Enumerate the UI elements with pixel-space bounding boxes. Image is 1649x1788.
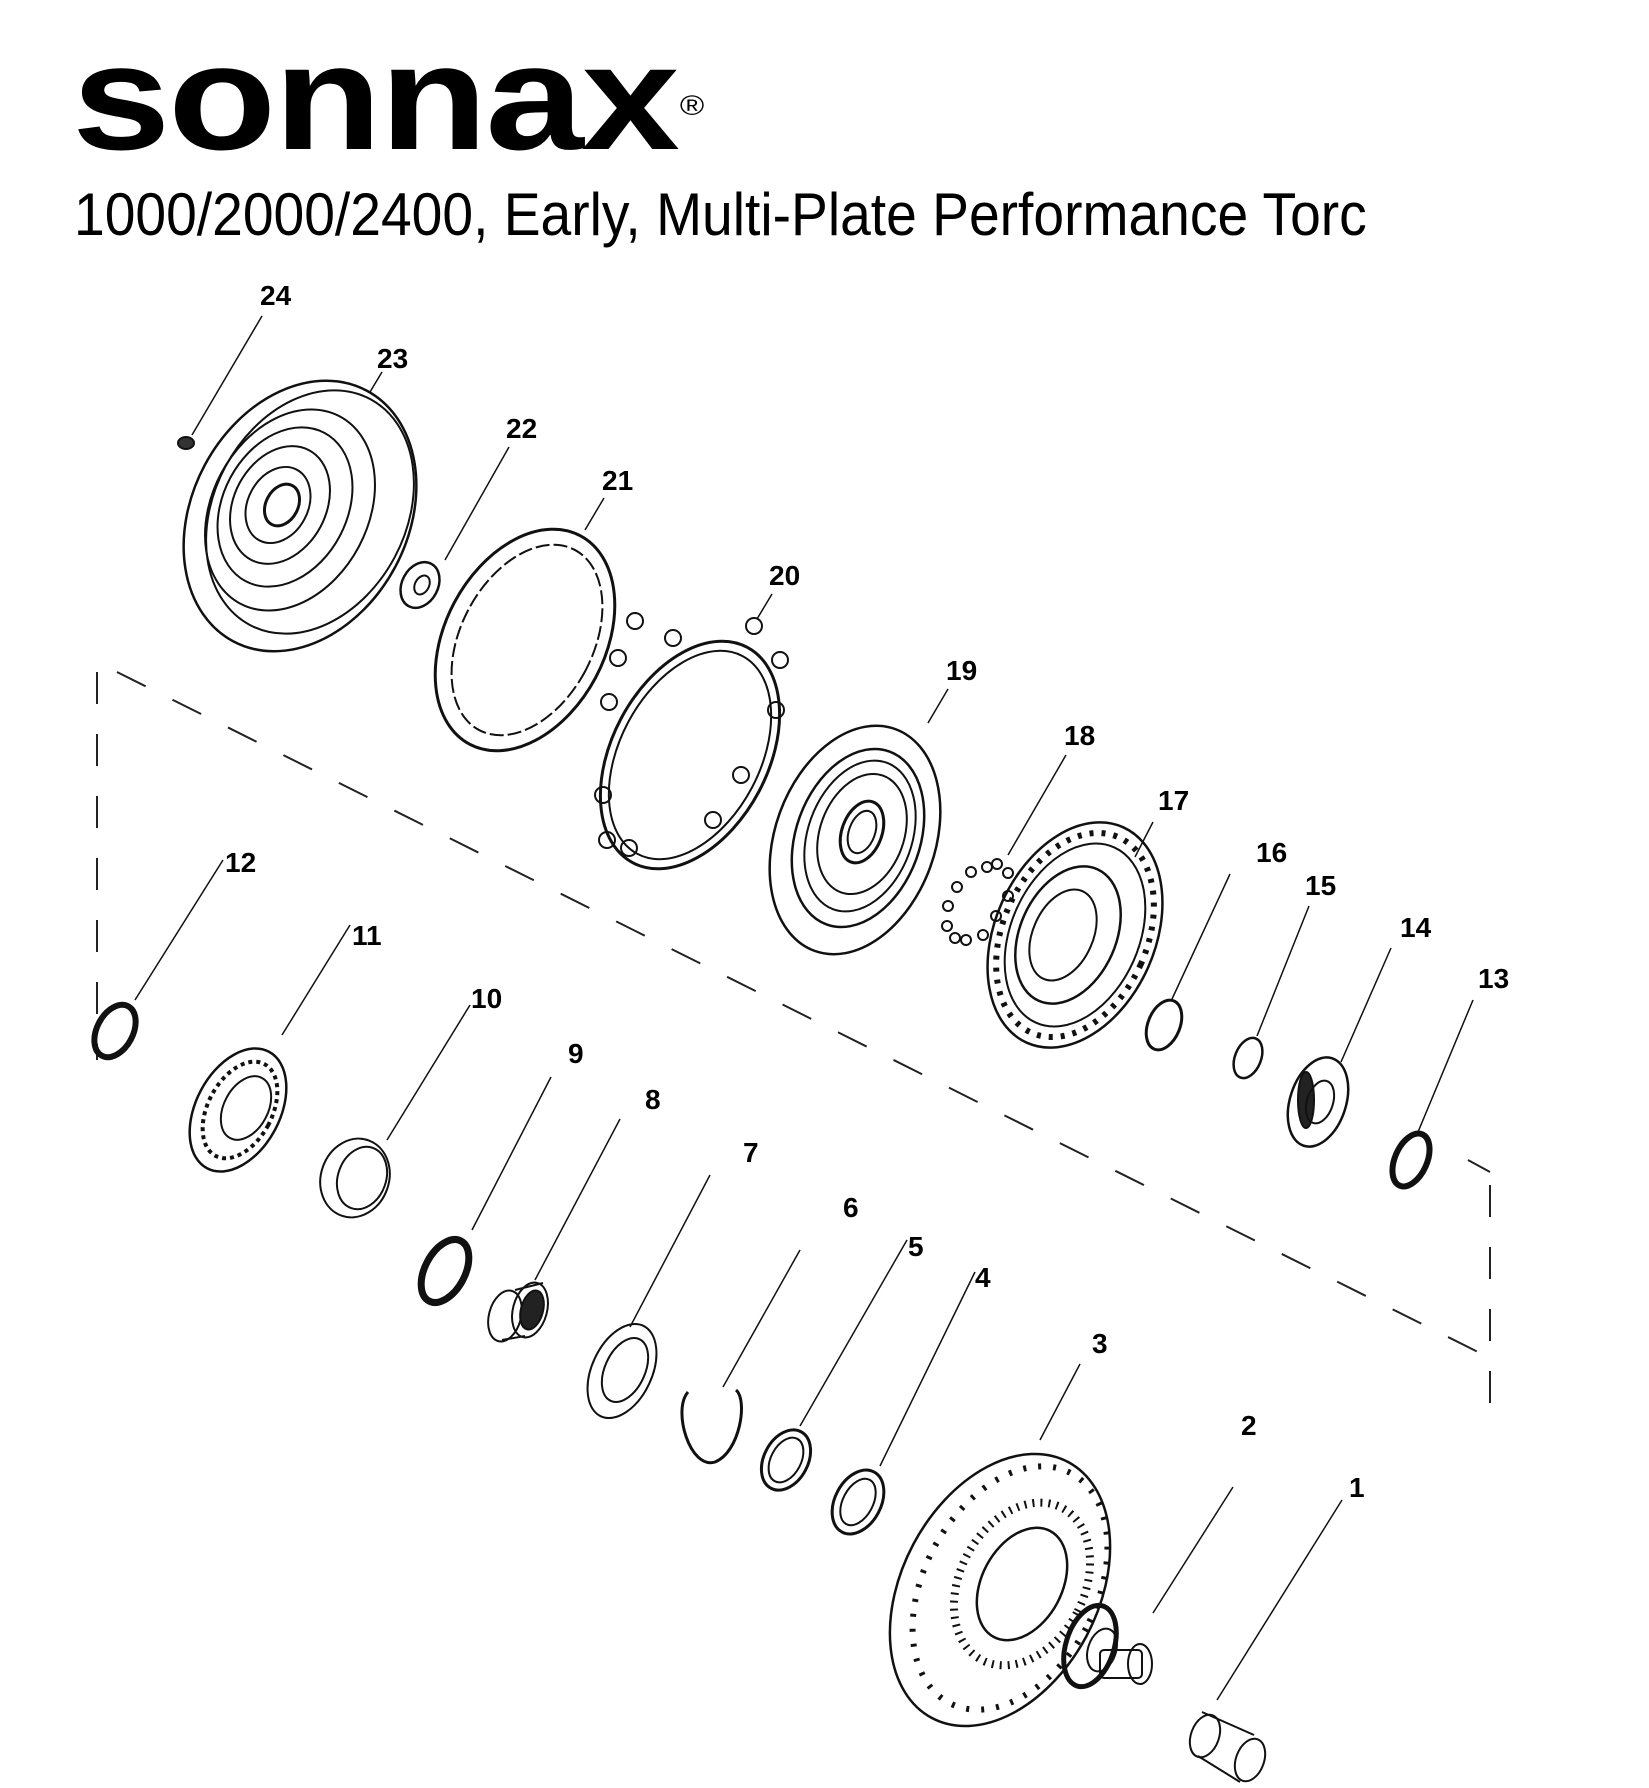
part-21-friction-ring bbox=[433, 497, 617, 753]
callout-2: 2 bbox=[1241, 1410, 1257, 1441]
callout-16: 16 bbox=[1256, 837, 1287, 868]
callout-11: 11 bbox=[352, 920, 382, 951]
part-3-turbine bbox=[888, 1363, 1112, 1728]
part-12-seal bbox=[91, 859, 224, 1061]
part-1-pin bbox=[1188, 1499, 1343, 1783]
part-11-bearing bbox=[188, 924, 351, 1173]
callout-23: 23 bbox=[377, 343, 408, 374]
page-title: 1000/2000/2400, Early, Multi-Plate Perfo… bbox=[74, 181, 1367, 248]
callout-18: 18 bbox=[1064, 720, 1095, 751]
callout-8: 8 bbox=[645, 1084, 661, 1115]
logo-text: sonnax bbox=[72, 13, 680, 181]
callout-4: 4 bbox=[975, 1262, 991, 1293]
part-15-o-ring bbox=[1232, 905, 1310, 1080]
callout-19: 19 bbox=[946, 655, 977, 686]
part-20-plate bbox=[594, 593, 789, 871]
callout-14: 14 bbox=[1400, 912, 1432, 943]
callout-6: 6 bbox=[843, 1192, 859, 1223]
part-9-needle-bearing bbox=[417, 1076, 552, 1306]
part-14-hub bbox=[1286, 947, 1392, 1148]
callout-labels: 1 2 3 4 5 6 7 8 9 10 11 12 13 14 15 16 1… bbox=[225, 280, 1509, 1503]
part-23-cover bbox=[182, 371, 418, 653]
callout-21: 21 bbox=[602, 465, 633, 496]
part-7-thrust-washer bbox=[586, 1174, 711, 1420]
part-10-race bbox=[319, 1004, 471, 1219]
callout-22: 22 bbox=[506, 413, 537, 444]
callout-20: 20 bbox=[769, 560, 800, 591]
callout-12: 12 bbox=[225, 847, 256, 878]
part-5-washer bbox=[759, 1239, 908, 1492]
callout-17: 17 bbox=[1158, 785, 1189, 816]
part-16-o-ring bbox=[1144, 873, 1231, 1052]
assembly-dashed-outline bbox=[96, 671, 1491, 1420]
part-19-piston bbox=[768, 688, 949, 956]
part-2-shaft bbox=[1061, 1486, 1234, 1690]
callout-13: 13 bbox=[1478, 963, 1509, 994]
part-4-washer bbox=[830, 1271, 976, 1536]
callout-1: 1 bbox=[1349, 1472, 1365, 1503]
callout-3: 3 bbox=[1092, 1328, 1108, 1359]
part-6-snap-ring bbox=[680, 1249, 801, 1465]
callout-9: 9 bbox=[568, 1038, 584, 1069]
part-17-damper bbox=[986, 821, 1164, 1049]
sonnax-logo: sonnax® bbox=[72, 22, 704, 172]
part-13-seal bbox=[1389, 999, 1474, 1190]
callout-24: 24 bbox=[260, 280, 292, 311]
registered-mark: ® bbox=[679, 90, 704, 121]
callout-15: 15 bbox=[1305, 870, 1336, 901]
part-24-plug bbox=[177, 315, 263, 450]
callout-7: 7 bbox=[743, 1137, 759, 1168]
callout-10: 10 bbox=[471, 983, 502, 1014]
part-22-small-washer bbox=[399, 446, 510, 610]
callout-5: 5 bbox=[908, 1231, 924, 1262]
part-8-bushing bbox=[487, 1118, 621, 1343]
